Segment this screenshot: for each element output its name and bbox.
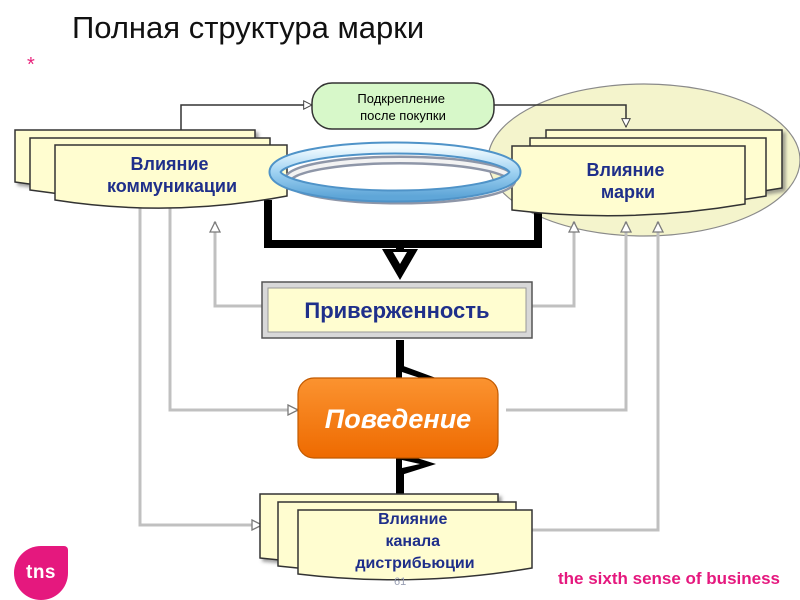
brand-card-stack: Влияние марки: [511, 129, 783, 217]
ring-front-fill: [270, 143, 520, 201]
page-title: Полная структура марки: [72, 10, 425, 45]
brand-card: [511, 145, 746, 217]
connector-communication-to-reinforcement: [180, 105, 312, 130]
connector-communication-to-channel: [138, 208, 262, 525]
interlinked-rings: [268, 141, 522, 205]
page-number: 61: [394, 576, 407, 588]
commitment-node: Приверженность: [261, 281, 533, 339]
connector-commitment-to-communication: [215, 222, 264, 308]
arrowhead-into-commitment-inner: [393, 252, 407, 264]
communication-card-stack: Влияние коммуникации: [14, 129, 288, 209]
connector-reinforcement-to-brand: [494, 104, 626, 127]
brand-tagline: the sixth sense of business: [557, 569, 780, 588]
connector-channel-to-brand: [528, 222, 658, 532]
reinforcement-connectors: [180, 104, 626, 130]
connector-communication-to-behavior: [168, 208, 298, 410]
behavior-label: Поведение: [325, 404, 471, 434]
channel-card-stack: Влияние канала дистрибьюции: [259, 493, 533, 581]
reinforcement-node: Подкрепление после покупки: [311, 82, 495, 130]
feedback-connectors: [138, 208, 658, 532]
channel-card: [297, 509, 533, 581]
tns-logo: tns: [14, 546, 68, 600]
arrowhead-into-commitment: [382, 249, 418, 280]
communication-label: Влияние коммуникации: [107, 154, 237, 196]
channel-label: Влияние канала дистрибьюции: [355, 511, 474, 572]
arrowhead-into-channel-inner: [402, 460, 420, 468]
flow-cards-to-commitment: [264, 200, 542, 248]
communication-card: [54, 144, 288, 209]
connector-commitment-to-brand: [530, 222, 574, 308]
connector-behavior-to-brand: [506, 222, 626, 412]
behavior-node: Поведение: [297, 377, 499, 459]
commitment-label: Приверженность: [304, 298, 489, 323]
reinforcement-label: Подкрепление после покупки: [357, 91, 448, 123]
bullet-marker: *: [27, 54, 35, 76]
brand-label: Влияние марки: [587, 160, 670, 202]
